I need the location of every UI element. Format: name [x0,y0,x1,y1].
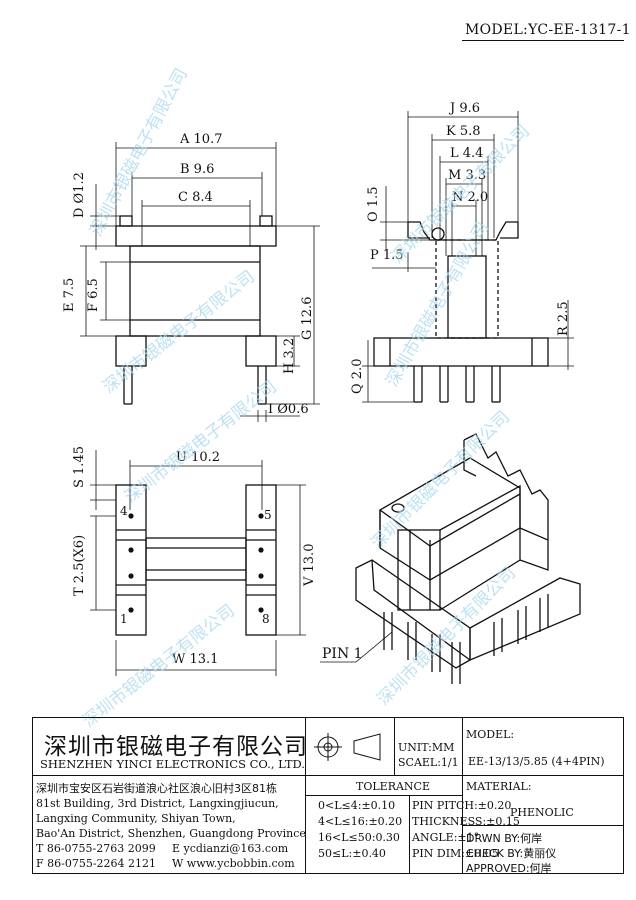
tolerance-title: TOLERANCE [356,780,430,793]
dim-C: C 8.4 [178,190,213,205]
tolerance-spec: PIN DIM:±0.05 [412,847,499,860]
tb-divider [394,717,395,775]
pin-number-8: 8 [262,612,270,626]
checked-by: CHECK BY:黄丽仪 [466,847,557,860]
isometric-view [320,433,581,684]
address-line: Langxing Community, Shiyan Town, [36,812,236,825]
scale-label: SCAEL:1/1 [398,756,459,769]
pin-number-5: 5 [264,508,272,522]
header-underline [462,40,624,41]
tb-divider [305,795,462,796]
dim-W: W 13.1 [172,652,219,667]
dim-J: J 9.6 [450,101,481,116]
dim-I: I Ø0.6 [268,402,309,417]
dim-Q: Q 2.0 [350,358,365,394]
tolerance-range: 4<L≤16:±0.20 [318,815,403,828]
front-view [115,215,277,405]
title-block [32,717,624,874]
dim-B: B 9.6 [180,162,215,177]
contact-web: W www.ycbobbin.com [172,857,295,870]
tolerance-range: 0<L≤4:±0.10 [318,799,396,812]
unit-label: UNIT:MM [398,741,455,754]
contact-fax: F 86-0755-2264 2121 [36,857,157,870]
bottom-view [115,484,277,636]
company-name-cn: 深圳市银磁电子有限公司 [44,734,308,760]
pin-1-callout: PIN 1 [322,646,363,662]
dim-P: P 1.5 [370,248,404,263]
material-label: MATERIAL: [466,780,532,793]
dim-R: R 2.5 [556,301,571,336]
dim-G: G 12.6 [300,296,315,340]
dim-M: M 3.3 [448,168,487,183]
dim-A: A 10.7 [180,132,223,147]
approved-by: APPROVED:何岸 [466,862,552,875]
tolerance-spec: THICKNESS:±0.15 [412,815,520,828]
dim-F: F 6.5 [86,278,101,312]
tb-divider [305,775,624,776]
company-name-en: SHENZHEN YINCI ELECTRONICS CO., LTD. [40,757,305,771]
address-line: Bao'An District, Shenzhen, Guangdong Pro… [36,827,306,840]
tolerance-range: 50≤L:±0.40 [318,847,386,860]
side-view [373,221,549,403]
address-line: 深圳市宝安区石岩街道浪心社区浪心旧村3区81栋 [36,782,277,795]
tb-divider [32,775,305,776]
dim-V: V 13.0 [302,543,317,586]
engineering-drawing [80,111,581,684]
dim-S: S 1.45 [72,446,87,488]
contact-tel: T 86-0755-2763 2099 [36,842,156,855]
tolerance-range: 16<L≤50:0.30 [318,831,400,844]
dim-H: H 3.2 [282,337,297,374]
tb-divider [462,717,463,874]
dim-T: T 2.5(X6) [72,534,87,596]
drawn-by: DRWN BY:何岸 [466,832,543,845]
material-value: PHENOLIC [510,806,574,819]
dim-L: L 4.4 [450,146,484,161]
model-value: EE-13/13/5.85 (4+4PIN) [468,755,605,768]
dim-K: K 5.8 [446,124,481,139]
dim-E: E 7.5 [62,277,77,312]
dim-N: N 2.0 [452,190,489,205]
tb-divider [409,795,410,874]
address-line: 81st Building, 3rd District, Langxingjiu… [36,797,279,810]
pin-number-4: 4 [120,504,128,518]
dim-O: O 1.5 [366,186,381,222]
drawing-model-label: MODEL:YC-EE-1317-1 [465,22,631,38]
tolerance-spec: ANGLE:±1° [412,831,480,844]
model-label: MODEL: [466,728,515,741]
contact-email: E ycdianzi@163.com [172,842,289,855]
dim-U: U 10.2 [176,450,221,465]
projection-symbol-icon [314,733,381,761]
tolerance-spec: PIN PITCH:±0.20 [412,799,512,812]
dim-D: D Ø1.2 [72,172,87,218]
tb-divider [462,825,624,826]
pin-number-1: 1 [120,612,128,626]
